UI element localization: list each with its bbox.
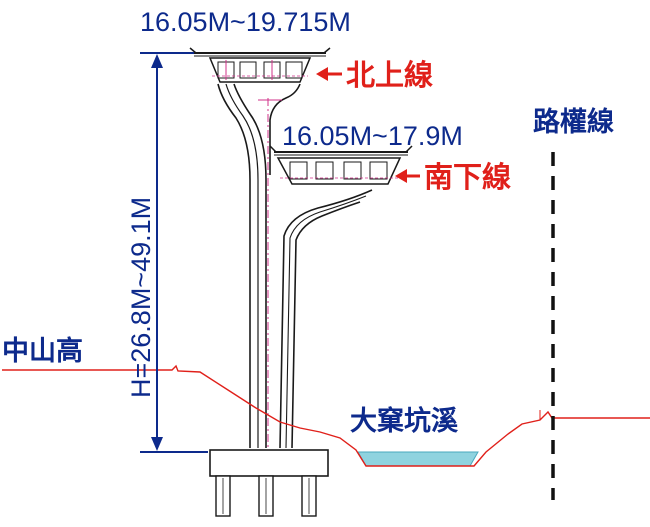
upper-deck-box-girder	[208, 57, 312, 83]
piles	[215, 475, 317, 517]
upper-deck	[189, 47, 331, 83]
pile-cap	[209, 449, 329, 477]
pile-cap-foundation	[209, 449, 329, 517]
creek-water	[357, 451, 479, 467]
upper-deck-pointer-arrow	[316, 67, 342, 81]
creek-label: 大窠坑溪	[350, 405, 459, 436]
lower-deck	[269, 145, 413, 185]
highway-label: 中山高	[2, 335, 83, 366]
height-label: H=26.8M~49.1M	[126, 197, 156, 398]
lower-deck-name-label: 南下線	[424, 160, 511, 194]
height-dimension	[140, 52, 208, 453]
lower-deck-box-girder	[276, 157, 402, 185]
upper-deck-name-label: 北上線	[346, 58, 433, 92]
lower-deck-pointer-arrow	[395, 169, 420, 183]
upper-deck-width-label: 16.05M~19.715M	[140, 7, 351, 37]
lower-deck-width-label: 16.05M~17.9M	[282, 121, 463, 151]
right-of-way-label: 路權線	[533, 106, 614, 137]
ground-profile-line	[2, 364, 650, 467]
pier-column	[217, 83, 373, 449]
